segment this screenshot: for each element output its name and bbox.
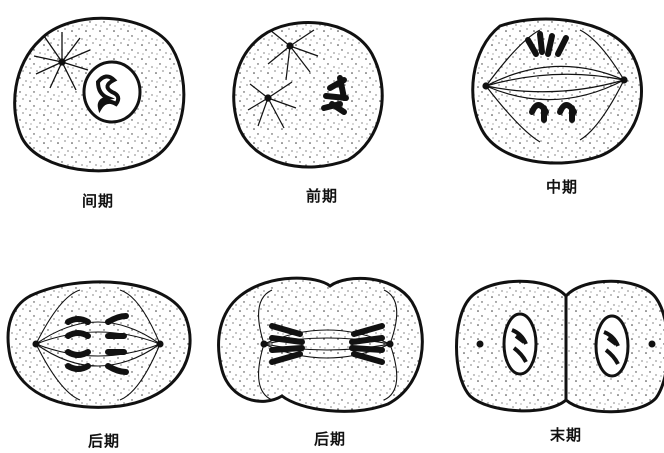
cell-interphase — [15, 18, 184, 171]
cell-telophase — [457, 281, 664, 412]
cell-metaphase — [473, 19, 642, 163]
label-anaphase-early: 后期 — [88, 430, 120, 451]
label-prophase: 前期 — [306, 185, 338, 206]
cell-prophase — [234, 22, 383, 167]
cell-anaphase-late — [219, 278, 423, 411]
label-interphase: 间期 — [82, 190, 114, 211]
cell-anaphase-early — [8, 282, 190, 407]
centrosome-right — [649, 341, 656, 348]
nucleus-right — [596, 316, 628, 376]
centrosome-left — [477, 341, 484, 348]
nucleus-left — [504, 314, 536, 374]
label-telophase: 末期 — [550, 424, 582, 445]
label-metaphase: 中期 — [546, 176, 578, 197]
label-anaphase-late: 后期 — [314, 428, 346, 449]
